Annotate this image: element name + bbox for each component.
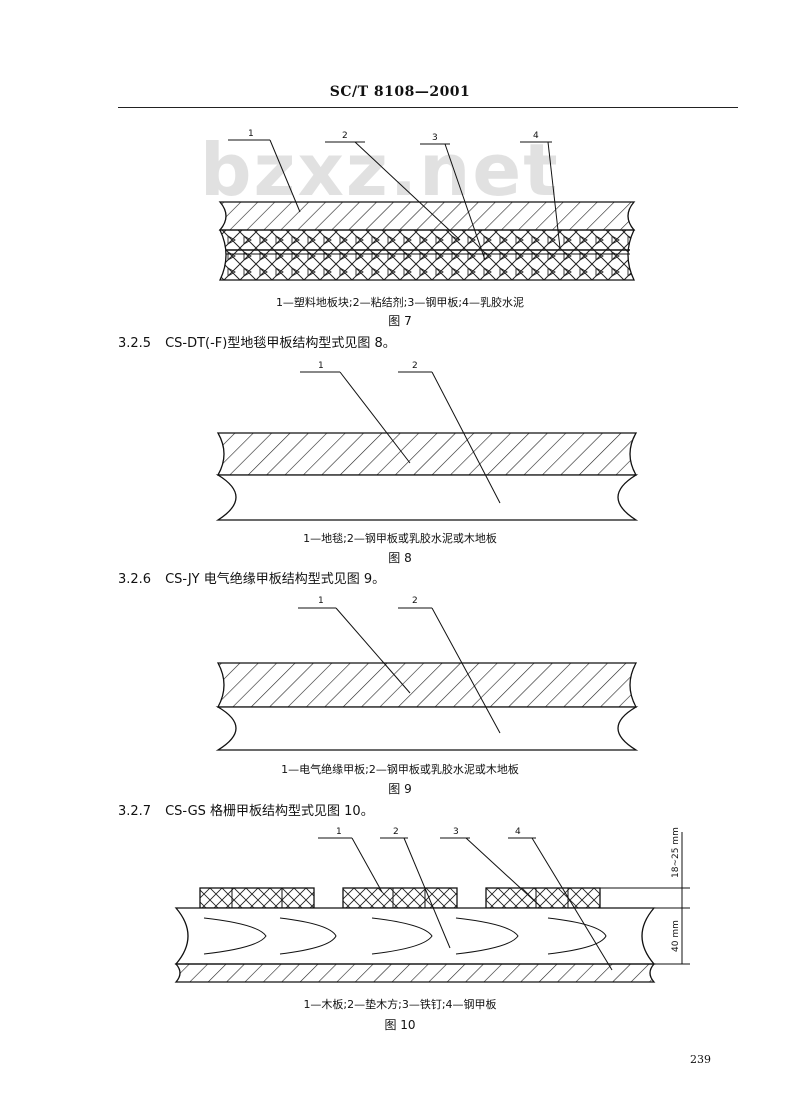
fig8-number: 图 8 <box>388 551 412 565</box>
section-number: 3.2.6 <box>118 572 152 587</box>
fig7-label-3: 3 <box>432 133 438 143</box>
fig8-base-layer <box>215 474 639 521</box>
section-number: 3.2.7 <box>118 804 152 819</box>
fig10-steel-deck <box>174 963 656 983</box>
section-text: CS-GS 格栅甲板结构型式见图 10。 <box>165 804 374 819</box>
fig10-dim-bottom: 40 mm <box>671 920 681 952</box>
fig9-number: 图 9 <box>388 782 412 796</box>
fig8-label-2: 2 <box>412 361 418 371</box>
section-3-2-6: 3.2.6 CS-JY 电气绝缘甲板结构型式见图 9。 <box>118 568 385 587</box>
fig7-caption: 1—塑料地板块;2—粘结剂;3—钢甲板;4—乳胶水泥 <box>275 296 525 309</box>
fig10-dim-top: 18~25 mm <box>671 827 681 878</box>
figure-7: 1 2 3 4 <box>218 129 636 281</box>
fig10-wood-board <box>174 907 656 965</box>
fig7-label-4: 4 <box>533 131 539 141</box>
fig10-label-1: 1 <box>336 827 342 837</box>
fig7-label-1: 1 <box>248 129 254 139</box>
figure-9: 1 2 <box>215 596 639 751</box>
section-text: CS-JY 电气绝缘甲板结构型式见图 9。 <box>165 572 386 587</box>
fig9-base-layer <box>215 706 639 751</box>
figure-8: 1 2 <box>215 361 639 521</box>
fig10-battens <box>199 887 601 909</box>
fig10-wood-grain <box>203 917 607 955</box>
fig9-insulation-layer <box>216 662 638 708</box>
standard-number: SC/T 8108—2001 <box>329 84 471 100</box>
fig10-dimensions <box>600 832 690 965</box>
fig10-caption: 1—木板;2—垫木方;3—铁钉;4—钢甲板 <box>303 998 497 1011</box>
section-number: 3.2.5 <box>118 336 152 351</box>
fig8-label-1: 1 <box>318 361 324 371</box>
fig8-carpet-layer <box>216 432 638 476</box>
fig7-number: 图 7 <box>388 314 412 328</box>
fig10-number: 图 10 <box>384 1018 416 1032</box>
fig9-caption: 1—电气绝缘甲板;2—钢甲板或乳胶水泥或木地板 <box>281 763 519 776</box>
fig10-label-3: 3 <box>453 827 459 837</box>
figure-10: 18~25 mm 40 mm 1 2 3 4 <box>174 827 690 983</box>
fig9-label-1: 1 <box>318 596 324 606</box>
section-text: CS-DT(-F)型地毯甲板结构型式见图 8。 <box>165 336 396 351</box>
watermark: bzxz.net <box>200 128 560 212</box>
page-number: 239 <box>690 1053 711 1066</box>
fig7-label-2: 2 <box>342 131 348 141</box>
header-rule <box>118 107 738 108</box>
section-3-2-5: 3.2.5 CS-DT(-F)型地毯甲板结构型式见图 8。 <box>118 332 396 351</box>
fig10-label-2: 2 <box>393 827 399 837</box>
fig7-cement-layer <box>218 229 636 281</box>
fig7-plastic-layer <box>218 201 636 231</box>
fig10-label-4: 4 <box>515 827 521 837</box>
section-3-2-7: 3.2.7 CS-GS 格栅甲板结构型式见图 10。 <box>118 800 374 819</box>
fig9-label-2: 2 <box>412 596 418 606</box>
fig8-caption: 1—地毯;2—钢甲板或乳胶水泥或木地板 <box>303 532 497 545</box>
